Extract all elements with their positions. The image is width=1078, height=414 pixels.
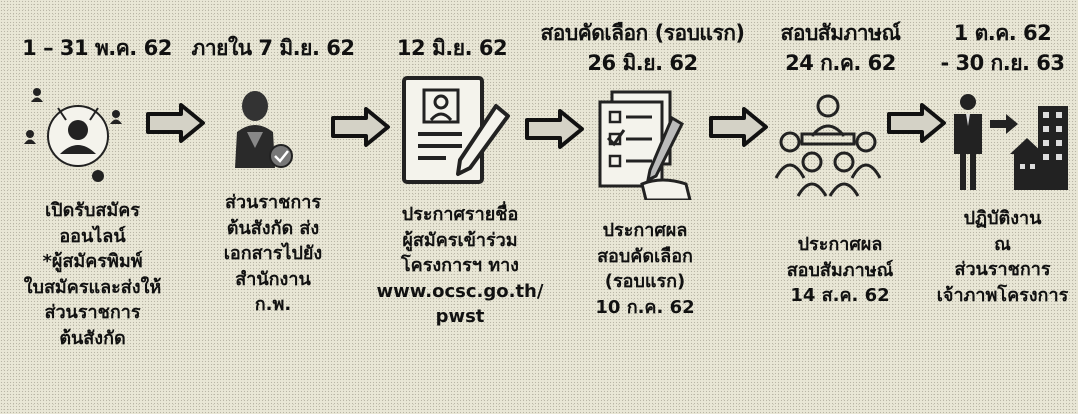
step1-description: เปิดรับสมัคร ออนไลน์ *ผู้สมัครพิมพ์ ใบสม… (10, 198, 175, 351)
interview-meeting-icon (774, 94, 882, 197)
official-approval-icon (235, 91, 293, 168)
step6-desc-line: ส่วนราชการ (954, 259, 1051, 281)
step6-description: ปฏิบัติงาน ณ ส่วนราชการ เจ้าภาพโครงการ (930, 206, 1075, 308)
step5-desc-line: สอบสัมภาษณ์ (786, 259, 894, 281)
step4-desc-line: สอบคัดเลือก (597, 245, 693, 267)
step2-desc-line: สำนักงาน (235, 268, 311, 290)
step3-desc-line: โครงการฯ ทาง (401, 255, 519, 277)
arrow-right-icon (709, 107, 768, 147)
step3-desc-line: ประกาศรายชื่อ (401, 204, 519, 225)
step4-desc-line: (รอบแรก) (604, 271, 686, 293)
step4-date-line2: 26 มิ.ย. 62 (587, 51, 698, 76)
step2-desc-line: เอกสารไปยัง (223, 243, 323, 265)
step3-date: 12 มิ.ย. 62 (382, 38, 522, 59)
step3-desc-line: www.ocsc.go.th/ (376, 280, 544, 302)
arrow-right-icon (887, 103, 946, 143)
step1-desc-line: ส่วนราชการ (44, 302, 141, 324)
arrow-right-icon (525, 109, 584, 149)
step1-desc-line: ต้นสังกัด (59, 327, 126, 349)
step5-date: สอบสัมภาษณ์ 24 ก.ค. 62 (768, 18, 913, 79)
step1-desc-line: *ผู้สมัครพิมพ์ (42, 251, 143, 273)
arrow-right-icon (331, 107, 390, 147)
arrow-right-icon (146, 103, 205, 143)
step4-date: สอบคัดเลือก (รอบแรก) 26 มิ.ย. 62 (525, 18, 760, 79)
step3-desc-line: pwst (435, 306, 485, 328)
step2-date: ภายใน 7 มิ.ย. 62 (178, 38, 368, 59)
online-users-icon (24, 88, 122, 182)
step1-desc-line: เปิดรับสมัคร (45, 200, 140, 221)
step5-date-line1: สอบสัมภาษณ์ (780, 21, 901, 45)
step4-desc-line: ประกาศผล (602, 220, 688, 241)
step6-desc-line: เจ้าภาพโครงการ (936, 284, 1069, 306)
step3-date-line1: 12 มิ.ย. 62 (396, 36, 508, 60)
step1-desc-line: ใบสมัครและส่งให้ (23, 276, 162, 298)
step2-date-line1: ภายใน 7 มิ.ย. 62 (191, 36, 355, 60)
step2-desc-line: ส่วนราชการ (224, 192, 322, 213)
step6-date-line2: - 30 ก.ย. 63 (940, 51, 1065, 76)
step4-date-line1: สอบคัดเลือก (รอบแรก) (540, 21, 745, 45)
applicant-document-icon (402, 76, 510, 184)
exam-checklist-icon (598, 90, 692, 200)
step4-description: ประกาศผล สอบคัดเลือก (รอบแรก) 10 ก.ค. 62 (570, 218, 720, 320)
step2-desc-line: ต้นสังกัด ส่ง (226, 217, 320, 239)
work-office-icon (954, 94, 1068, 190)
step6-date: 1 ต.ค. 62 - 30 ก.ย. 63 (930, 18, 1075, 79)
step5-desc-line: 14 ส.ค. 62 (790, 285, 890, 307)
step6-desc-line: ปฏิบัติงาน (963, 208, 1042, 229)
step5-date-line2: 24 ก.ค. 62 (785, 51, 896, 76)
step1-date-line1: 1 – 31 พ.ค. 62 (22, 36, 172, 60)
step1-date: 1 – 31 พ.ค. 62 (22, 38, 172, 59)
step4-desc-line: 10 ก.ค. 62 (595, 296, 695, 318)
step6-desc-line: ณ (994, 233, 1011, 255)
step2-desc-line: ก.พ. (254, 294, 292, 316)
step3-description: ประกาศรายชื่อ ผู้สมัครเข้าร่วม โครงการฯ … (360, 202, 560, 330)
step2-description: ส่วนราชการ ต้นสังกัด ส่ง เอกสารไปยัง สำน… (198, 190, 348, 318)
step6-date-line1: 1 ต.ค. 62 (953, 21, 1052, 45)
step5-description: ประกาศผล สอบสัมภาษณ์ 14 ส.ค. 62 (760, 232, 920, 309)
step3-desc-line: ผู้สมัครเข้าร่วม (402, 229, 518, 251)
step5-desc-line: ประกาศผล (797, 234, 883, 255)
step1-desc-line: ออนไลน์ (59, 225, 126, 247)
